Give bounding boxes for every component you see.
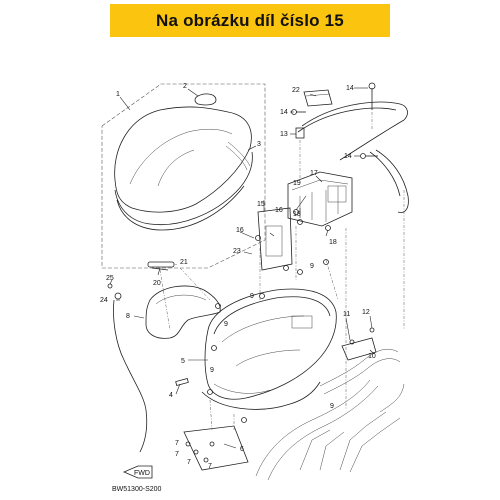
callout-13: 13: [280, 131, 288, 138]
fwd-arrow: FWD: [122, 465, 153, 479]
callout-9e: 9: [330, 403, 334, 410]
callout-7d: 7: [208, 463, 212, 470]
storage-box: [201, 259, 337, 423]
callout-16b: 16: [275, 207, 283, 214]
callout-9d: 9: [310, 263, 314, 270]
title-banner: Na obrázku díl číslo 15: [110, 4, 390, 37]
callout-16a: 16: [236, 227, 244, 234]
callout-20: 20: [153, 280, 161, 287]
bottom-cover: [183, 425, 249, 471]
title-text: Na obrázku díl číslo 15: [156, 10, 344, 30]
leader-lines: [109, 87, 375, 449]
callout-18a: 18: [293, 211, 301, 218]
callout-11: 11: [343, 311, 350, 318]
mat-piece: [145, 285, 221, 339]
callout-14c: 14: [344, 153, 352, 160]
callout-1: 1: [116, 91, 120, 98]
rear-carrier: [291, 82, 409, 213]
callout-7a: 7: [175, 440, 179, 447]
seat-cable: [107, 283, 148, 453]
callout-9b: 9: [210, 367, 214, 374]
callout-18b: 18: [329, 239, 337, 246]
callout-19: 19: [293, 180, 301, 187]
callout-10: 10: [368, 353, 376, 360]
callout-17: 17: [310, 170, 318, 177]
callout-8: 8: [126, 313, 130, 320]
lock-cable: [147, 261, 175, 271]
part-15-plate: [255, 207, 303, 271]
callout-12: 12: [362, 309, 370, 316]
callout-23: 23: [233, 248, 241, 255]
assembly-lines: [159, 112, 405, 431]
callout-14b: 14: [346, 85, 354, 92]
callout-9a: 9: [224, 321, 228, 328]
callout-2: 2: [183, 83, 187, 90]
callout-25: 25: [106, 275, 114, 282]
callout-5: 5: [181, 358, 185, 365]
callout-14a: 14: [280, 109, 288, 116]
seat-assembly: [101, 83, 266, 269]
callout-7b: 7: [175, 451, 179, 458]
callout-6: 6: [240, 446, 244, 453]
callout-3: 3: [257, 141, 261, 148]
callout-21: 21: [180, 259, 188, 266]
pin-4: [175, 378, 189, 386]
diagram-code: BW51300-S200: [112, 486, 162, 493]
callout-15: 15: [257, 201, 265, 208]
callout-4: 4: [169, 392, 173, 399]
callout-9c: 9: [250, 293, 254, 300]
callout-24: 24: [100, 297, 108, 304]
callout-7c: 7: [187, 459, 191, 466]
fwd-label: FWD: [134, 470, 150, 477]
callout-22: 22: [292, 87, 300, 94]
callouts: 1 2 3 4 5 6 7 7 7 7 8 9 9 9 9 9 10 11 12…: [100, 83, 376, 470]
